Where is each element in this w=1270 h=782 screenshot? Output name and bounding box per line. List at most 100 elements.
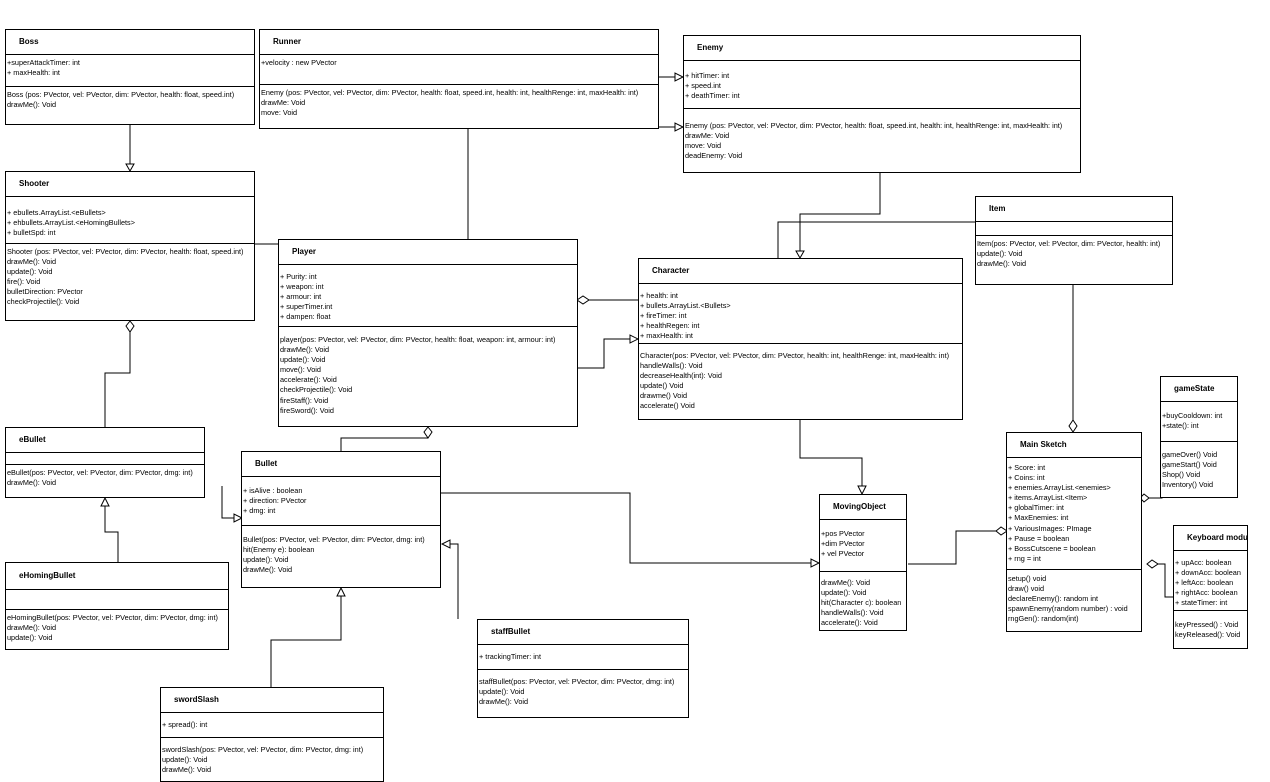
methods: Enemy (pos: PVector, vel: PVector, dim: …	[260, 85, 658, 121]
methods: staffBullet(pos: PVector, vel: PVector, …	[478, 670, 688, 710]
class-title: gameState	[1161, 377, 1237, 402]
attribute-line: +superAttackTimer: int	[7, 58, 80, 67]
arrowhead-ebullet-bullet	[233, 513, 244, 523]
class-player[interactable]: Player + Purity: int+ weapon: int+ armou…	[278, 239, 578, 427]
method-line: drawMe(): Void	[162, 765, 212, 775]
attribute-line: +buyCooldown: int	[1162, 411, 1223, 420]
class-ebullet[interactable]: eBullet eBullet(pos: PVector, vel: PVect…	[5, 427, 205, 498]
class-gamestate[interactable]: gameState +buyCooldown: int+state(): int…	[1160, 376, 1238, 498]
class-staffbullet[interactable]: staffBullet + trackingTimer: int staffBu…	[477, 619, 689, 718]
class-keyboard[interactable]: Keyboard module + upAcc: boolean+ downAc…	[1173, 525, 1248, 649]
arrowhead-swordslash-bullet	[336, 586, 346, 597]
method-line: Boss (pos: PVector, vel: PVector, dim: P…	[7, 90, 235, 99]
methods: Shooter (pos: PVector, vel: PVector, dim…	[6, 244, 254, 311]
method-line: keyPressed() : Void	[1175, 620, 1239, 629]
arrowhead-runner-enemy-2	[674, 122, 685, 132]
connector-character-movingobject	[799, 420, 863, 487]
attribute-line: + deathTimer: int	[685, 91, 740, 101]
method-line: drawMe: Void	[261, 98, 306, 108]
attributes: + health: int+ bullets.ArrayList.<Bullet…	[639, 284, 962, 344]
attributes: + isAlive : boolean+ direction: PVector+…	[242, 477, 440, 526]
attribute-line: + dmg: int	[243, 506, 276, 516]
attribute-line: + maxHealth: int	[640, 331, 693, 341]
method-line: rngGen(): random(int)	[1008, 614, 1079, 624]
attributes: +superAttackTimer: int+ maxHealth: int	[6, 55, 254, 87]
method-line: hit(Enemy e): boolean	[243, 545, 315, 555]
class-runner[interactable]: Runner +velocity : new PVector Enemy (po…	[259, 29, 659, 129]
class-title: Main Sketch	[1007, 433, 1141, 458]
attribute-line: + weapon: int	[280, 282, 324, 292]
attribute-line: +dim PVector	[821, 539, 865, 549]
class-title: Keyboard module	[1174, 526, 1247, 551]
attributes: + Purity: int+ weapon: int+ armour: int+…	[279, 265, 577, 327]
method-line: spawnEnemy(random number) : void	[1008, 604, 1128, 614]
diamond-gamestate-mainsketch	[1139, 493, 1150, 503]
method-line: drawMe(): Void	[7, 478, 57, 488]
class-title: Shooter	[6, 172, 254, 197]
attribute-line: + healthRegen: int	[640, 321, 700, 331]
connector-ehoming-ebullet	[104, 505, 119, 562]
connector-staffbullet-bullet	[449, 543, 459, 619]
class-movingobject[interactable]: MovingObject +pos PVector+dim PVector+ v…	[819, 494, 907, 631]
arrowhead-bullet-movingobject	[810, 558, 821, 568]
method-line: accelerate() Void	[640, 401, 695, 411]
attribute-line: + Pause = boolean	[1008, 533, 1070, 543]
connector-runner-player	[255, 128, 469, 245]
method-line: drawMe(): Void	[7, 623, 57, 633]
class-title: MovingObject	[820, 495, 906, 520]
class-character[interactable]: Character + health: int+ bullets.ArrayLi…	[638, 258, 963, 420]
methods: player(pos: PVector, vel: PVector, dim: …	[279, 327, 577, 419]
connector-swordslash-bullet	[270, 595, 342, 687]
class-boss[interactable]: Boss +superAttackTimer: int+ maxHealth: …	[5, 29, 255, 125]
attribute-line: + enemies.ArrayList.<enemies>	[1008, 483, 1111, 493]
attribute-line: + VariousImages: PImage	[1008, 523, 1092, 533]
method-line: fireSword(): Void	[280, 405, 334, 415]
attribute-line: + downAcc: boolean	[1175, 568, 1241, 578]
method-line: fireStaff(): Void	[280, 395, 329, 405]
method-line: Inventory() Void	[1162, 480, 1214, 490]
method-line: Enemy (pos: PVector, vel: PVector, dim: …	[261, 88, 639, 97]
method-line: bulletDirection: PVector	[7, 287, 83, 297]
connector-player-bullet	[340, 437, 428, 451]
attributes: +pos PVector+dim PVector+ vel PVector	[820, 520, 906, 572]
methods: Enemy (pos: PVector, vel: PVector, dim: …	[684, 109, 1080, 164]
diamond-player-character	[576, 295, 590, 305]
class-title: Runner	[260, 30, 658, 55]
attributes: + Score: int+ Coins: int+ enemies.ArrayL…	[1007, 458, 1141, 570]
class-enemy[interactable]: Enemy + hitTimer: int+ speed.int+ deathT…	[683, 35, 1081, 173]
attributes	[976, 222, 1172, 236]
attribute-line: + health: int	[640, 291, 678, 300]
class-item[interactable]: Item Item(pos: PVector, vel: PVector, di…	[975, 196, 1173, 285]
class-ehomingbullet[interactable]: eHomingBullet eHomingBullet(pos: PVector…	[5, 562, 229, 650]
class-mainsketch[interactable]: Main Sketch + Score: int+ Coins: int+ en…	[1006, 432, 1142, 632]
method-line: hit(Character c): boolean	[821, 598, 902, 608]
class-shooter[interactable]: Shooter + ebullets.ArrayList.<eBullets>+…	[5, 171, 255, 321]
method-line: update(): Void	[280, 355, 326, 365]
method-line: update(): Void	[7, 633, 53, 643]
attributes: +velocity : new PVector	[260, 55, 658, 85]
method-line: update() Void	[640, 381, 684, 391]
method-line: setup() void	[1008, 574, 1047, 583]
method-line: drawMe(): Void	[7, 257, 57, 267]
method-line: Shooter (pos: PVector, vel: PVector, dim…	[7, 247, 244, 256]
method-line: Character(pos: PVector, vel: PVector, di…	[640, 351, 950, 360]
methods: Item(pos: PVector, vel: PVector, dim: PV…	[976, 236, 1172, 272]
attributes: + upAcc: boolean+ downAcc: boolean+ left…	[1174, 551, 1247, 611]
attributes	[6, 453, 204, 465]
method-line: update(): Void	[243, 555, 289, 565]
class-title: staffBullet	[478, 620, 688, 645]
method-line: Item(pos: PVector, vel: PVector, dim: PV…	[977, 239, 1161, 248]
methods: swordSlash(pos: PVector, vel: PVector, d…	[161, 738, 383, 778]
attribute-line: +pos PVector	[821, 529, 865, 538]
attributes: + spread(): int	[161, 713, 383, 738]
attribute-line: + armour: int	[280, 292, 322, 302]
method-line: Enemy (pos: PVector, vel: PVector, dim: …	[685, 121, 1063, 130]
attributes: + hitTimer: int+ speed.int+ deathTimer: …	[684, 61, 1080, 109]
method-line: declareEnemy(): random int	[1008, 594, 1099, 604]
method-line: update(): Void	[7, 267, 53, 277]
class-bullet[interactable]: Bullet + isAlive : boolean+ direction: P…	[241, 451, 441, 588]
class-swordslash[interactable]: swordSlash + spread(): int swordSlash(po…	[160, 687, 384, 782]
attribute-line: + BossCutscene = boolean	[1008, 543, 1096, 553]
